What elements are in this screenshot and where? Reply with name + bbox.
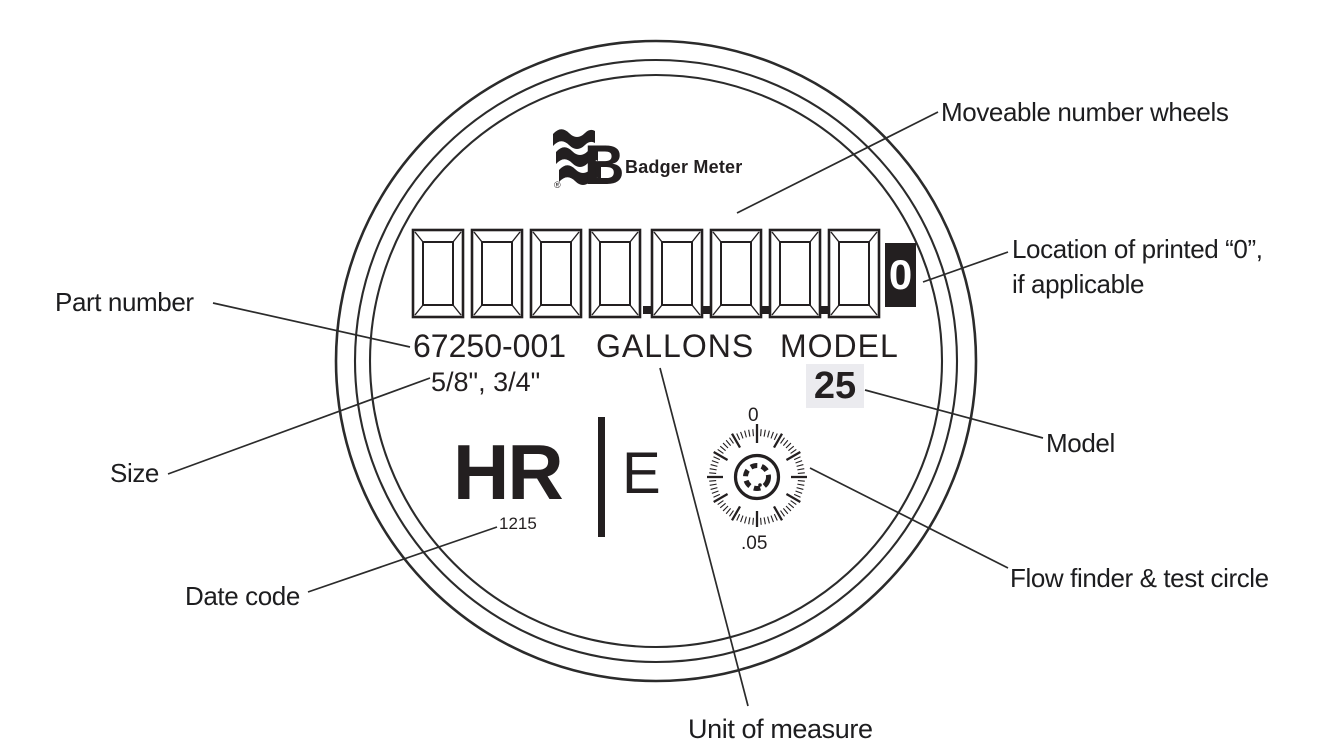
leader-part-number — [212, 302, 411, 348]
flow-finder-dial-icon — [707, 424, 807, 527]
callout-date-code: Date code — [185, 581, 300, 611]
dial-bottom-label: .05 — [741, 533, 768, 554]
model-number-value: 25 — [806, 364, 864, 408]
logo-divider-bar — [598, 417, 605, 537]
leader-printed-zero — [922, 251, 1009, 283]
callout-part-number: Part number — [55, 287, 194, 317]
leader-model — [864, 389, 1044, 439]
callout-moveable-wheels: Moveable number wheels — [941, 97, 1229, 127]
callout-printed-zero: Location of printed “0”, if applicable — [1012, 234, 1263, 299]
printed-zero-box: 0 — [885, 243, 916, 307]
date-code-value: 1215 — [499, 514, 537, 533]
leader-moveable-wheels — [736, 111, 939, 214]
brand-name: Badger Meter — [625, 157, 743, 177]
badger-meter-logo-icon: B ® — [553, 129, 624, 196]
leader-unit-of-measure — [659, 367, 749, 707]
decimal-points — [643, 306, 828, 314]
number-wheels — [411, 228, 881, 319]
leader-flow-finder — [809, 467, 1009, 569]
callout-model: Model — [1046, 428, 1115, 458]
callout-flow-finder: Flow finder & test circle — [1010, 563, 1269, 593]
model-word: MODEL — [780, 328, 899, 364]
series-e: E — [622, 441, 661, 506]
callout-unit-of-measure: Unit of measure — [688, 714, 873, 744]
series-hr: HR — [453, 428, 564, 516]
svg-text:B: B — [584, 133, 624, 196]
leader-date-code — [307, 526, 498, 593]
part-number-value: 67250-001 — [413, 328, 567, 364]
dial-top-label: 0 — [748, 405, 759, 426]
callout-size: Size — [110, 458, 159, 488]
leader-size — [167, 377, 431, 475]
unit-of-measure-value: GALLONS — [596, 328, 755, 364]
meter-face-rings — [334, 39, 978, 683]
size-value: 5/8", 3/4" — [431, 367, 541, 397]
svg-text:®: ® — [554, 180, 561, 190]
leader-lines — [167, 111, 1044, 707]
